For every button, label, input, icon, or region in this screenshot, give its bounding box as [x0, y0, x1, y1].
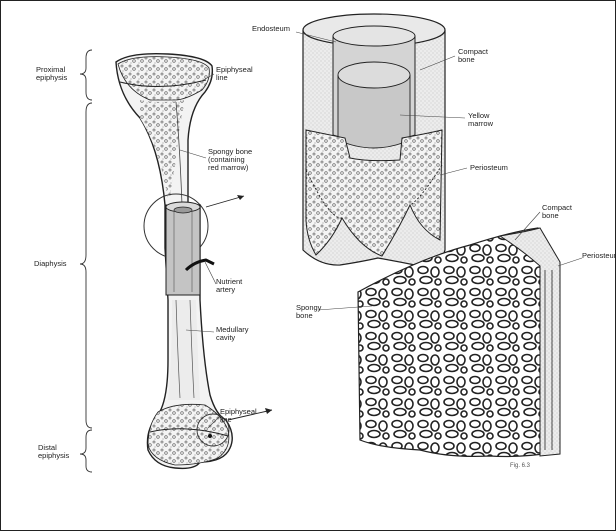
- label-proximal-epiphysis: Proximal epiphysis: [36, 66, 67, 82]
- label-epiphyseal-line-top: Epiphyseal line: [216, 66, 253, 82]
- label-medullary-cavity: Medullary cavity: [216, 326, 249, 342]
- label-compact-bone-bottom: Compact bone: [542, 204, 572, 220]
- label-compact-bone-top: Compact bone: [458, 48, 488, 64]
- label-periosteum-bottom: Periosteum: [582, 252, 616, 260]
- label-endosteum: Endosteum: [252, 25, 290, 33]
- figure-number: Fig. 6.3: [510, 462, 530, 470]
- label-nutrient-artery: Nutrient artery: [216, 278, 242, 294]
- label-diaphysis: Diaphysis: [34, 260, 67, 268]
- shaft-cross-section: [296, 14, 467, 266]
- region-brackets: [80, 50, 92, 472]
- label-epiphyseal-line-bottom: Epiphyseal line: [220, 408, 257, 424]
- label-spongy-bone: Spongy bone: [296, 304, 321, 320]
- label-distal-epiphysis: Distal epiphysis: [38, 444, 69, 460]
- label-spongy-bone-red-marrow: Spongy bone (containing red marrow): [208, 148, 252, 172]
- label-yellow-marrow: Yellow marrow: [468, 112, 493, 128]
- label-periosteum-top: Periosteum: [470, 164, 508, 172]
